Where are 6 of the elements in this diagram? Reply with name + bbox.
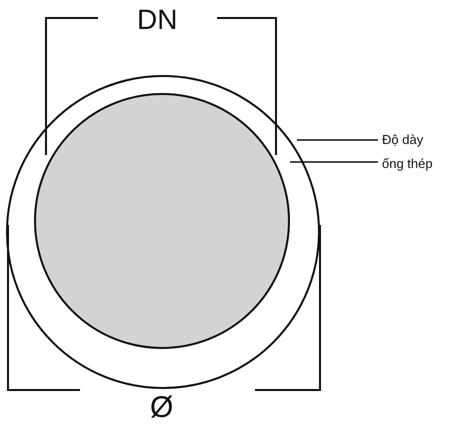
pipe-outer-circle <box>6 75 320 389</box>
leader-line <box>297 139 378 141</box>
diameter-symbol: Ø <box>150 393 174 423</box>
dimension-label: DN <box>137 6 178 34</box>
thickness-label: Độ dày ống thép <box>378 128 444 176</box>
leader-line <box>290 161 378 163</box>
